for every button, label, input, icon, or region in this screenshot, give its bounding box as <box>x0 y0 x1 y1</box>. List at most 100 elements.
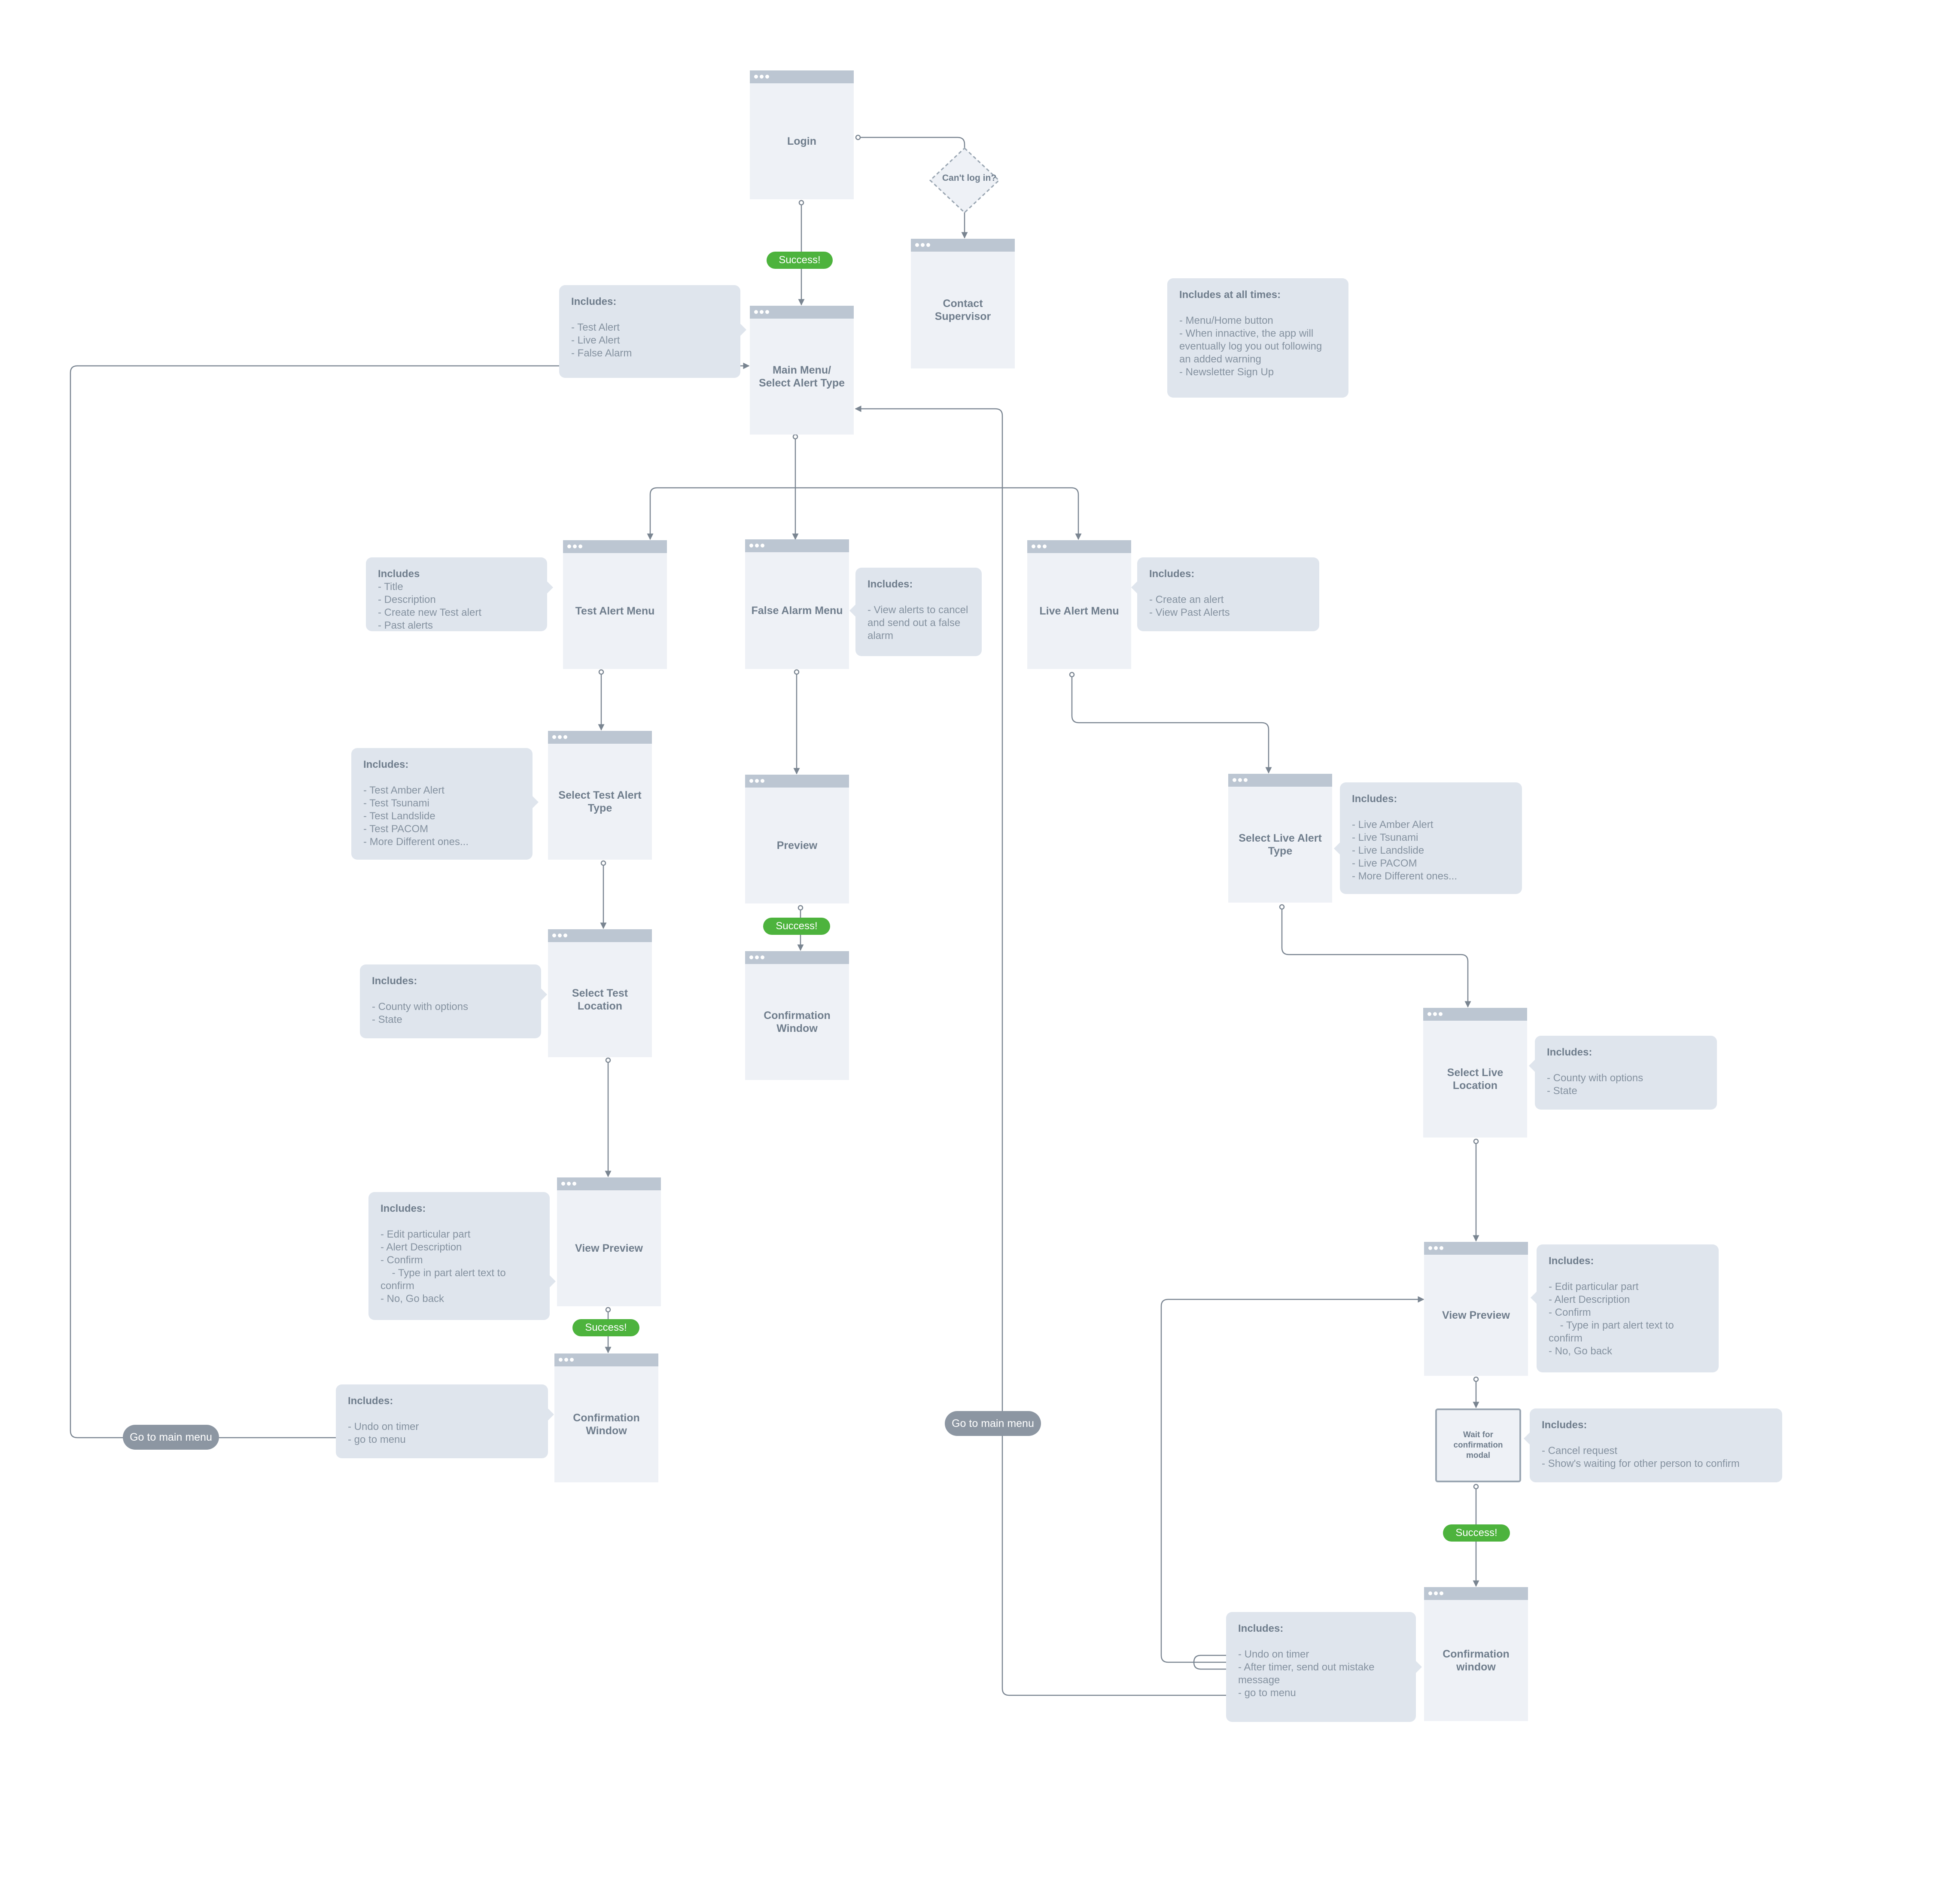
go-to-main-menu-button[interactable]: Go to main menu <box>123 1425 219 1450</box>
decision-label: Can't log in? <box>942 173 997 183</box>
note-title: Includes: <box>1547 1046 1592 1058</box>
wire-undo-loop <box>1160 1296 1424 1663</box>
note-pointer <box>1524 1433 1530 1445</box>
screen-select-test-alert-type[interactable]: Select Test Alert Type <box>548 731 652 860</box>
note-live-view-preview: Includes: - Edit particular part - Alert… <box>1531 1244 1719 1372</box>
note-line: - Alert Description <box>1549 1294 1630 1305</box>
note-select-live-alert-type: Includes: - Live Amber Alert - Live Tsun… <box>1334 782 1522 894</box>
note-line: - Live Tsunami <box>1352 832 1418 843</box>
screen-label: Live Alert Menu <box>1039 605 1119 617</box>
window-bar <box>548 731 652 744</box>
port-testloc-bottom <box>605 1057 611 1063</box>
note-title: Includes: <box>1542 1419 1587 1431</box>
port-login-right <box>855 134 861 140</box>
screen-label: View Preview <box>1442 1309 1510 1321</box>
note-pointer <box>550 1275 556 1287</box>
note-main-menu: Includes: - Test Alert - Live Alert - Fa… <box>559 285 746 378</box>
note-line: - Alert Description <box>380 1241 462 1253</box>
screen-live-view-preview[interactable]: View Preview <box>1424 1242 1528 1376</box>
note-title: Includes: <box>1149 568 1195 580</box>
screen-live-confirmation-window[interactable]: Confirmation window <box>1424 1587 1528 1721</box>
screen-label: Select Live Alert Type <box>1239 832 1322 857</box>
note-title: Includes: <box>363 759 409 770</box>
screen-false-confirmation-window[interactable]: Confirmation Window <box>745 951 849 1080</box>
note-test-confirmation-window: Includes: - Undo on timer - go to menu <box>336 1384 554 1458</box>
note-pointer <box>533 796 539 808</box>
window-dots-icon <box>559 1358 575 1362</box>
note-line: - Menu/Home button <box>1179 315 1273 326</box>
window-bar <box>1424 1242 1528 1255</box>
port-falsemenu-bottom <box>794 669 800 675</box>
note-title: Includes: <box>1352 793 1397 805</box>
screen-label: Select Test Location <box>572 987 628 1012</box>
note-wait-for-confirmation: Includes: - Cancel request - Show's wait… <box>1524 1408 1782 1482</box>
screen-live-alert-menu[interactable]: Live Alert Menu <box>1027 540 1131 669</box>
screen-select-test-location[interactable]: Select Test Location <box>548 929 652 1057</box>
screen-label: False Alarm Menu <box>751 605 843 617</box>
screen-wait-for-confirmation-modal[interactable]: Wait for confirmation modal <box>1435 1408 1521 1482</box>
note-line: - No, Go back <box>380 1293 444 1305</box>
note-title: Includes: <box>348 1395 393 1407</box>
note-live-alert-menu: Includes: - Create an alert - View Past … <box>1131 557 1319 631</box>
note-pointer <box>1334 843 1340 855</box>
cant-log-in-decision: Can't log in? <box>937 146 1001 210</box>
window-dots-icon <box>552 934 569 938</box>
note-line: - No, Go back <box>1549 1345 1613 1357</box>
success-badge: Success! <box>763 918 830 935</box>
note-line: - State <box>372 1014 402 1025</box>
note-title: Includes: <box>867 578 913 590</box>
note-title: Includes <box>378 568 420 580</box>
note-line: - Past alerts <box>378 620 433 631</box>
window-dots-icon <box>1428 1246 1445 1250</box>
wire-livemenu-type <box>1071 674 1272 774</box>
window-bar <box>750 306 854 319</box>
note-line: - go to menu <box>1238 1687 1296 1699</box>
note-pointer <box>547 581 553 593</box>
note-line: - Test Tsunami <box>363 797 429 809</box>
go-to-main-menu-button[interactable]: Go to main menu <box>945 1411 1041 1436</box>
window-dots-icon <box>1233 778 1249 782</box>
screen-label: Login <box>787 135 817 147</box>
note-includes-at-all-times: Includes at all times: - Menu/Home butto… <box>1167 278 1348 398</box>
screen-select-live-location[interactable]: Select Live Location <box>1423 1008 1527 1138</box>
window-bar <box>554 1353 658 1366</box>
note-test-view-preview: Includes: - Edit particular part - Alert… <box>368 1192 556 1320</box>
screen-main-menu[interactable]: Main Menu/ Select Alert Type <box>750 306 854 435</box>
note-title: Includes: <box>1549 1255 1594 1267</box>
note-title: Includes: <box>380 1203 426 1214</box>
note-live-confirmation-window: Includes: - Undo on timer - After timer,… <box>1226 1612 1422 1722</box>
screen-login[interactable]: Login <box>750 70 854 199</box>
screen-test-confirmation-window[interactable]: Confirmation Window <box>554 1353 658 1482</box>
screen-label: Select Live Location <box>1447 1067 1504 1092</box>
note-line: - County with options <box>372 1001 469 1013</box>
window-bar <box>911 239 1015 252</box>
window-dots-icon <box>1427 1012 1444 1016</box>
window-bar <box>1027 540 1131 553</box>
window-bar <box>557 1177 661 1190</box>
screen-label: Confirmation Window <box>573 1412 640 1437</box>
success-badge: Success! <box>572 1319 639 1336</box>
window-bar <box>745 775 849 788</box>
window-dots-icon <box>749 544 766 548</box>
note-test-alert-menu: Includes - Title - Description - Create … <box>366 557 553 631</box>
note-line: - State <box>1547 1085 1577 1097</box>
port-liveloc-bottom <box>1473 1138 1479 1144</box>
screen-contact-supervisor[interactable]: Contact Supervisor <box>911 239 1015 368</box>
screen-test-alert-menu[interactable]: Test Alert Menu <box>563 540 667 669</box>
note-pointer <box>740 324 746 336</box>
screen-false-preview[interactable]: Preview <box>745 775 849 903</box>
port-testpreview-bottom <box>605 1307 611 1313</box>
wire-livetype-loc <box>1281 906 1471 1008</box>
screen-test-view-preview[interactable]: View Preview <box>557 1177 661 1306</box>
screen-label: Confirmation window <box>1443 1648 1510 1673</box>
port-falsepreview-bottom <box>797 905 804 911</box>
note-pointer <box>1531 1292 1537 1304</box>
note-pointer <box>1416 1661 1422 1673</box>
note-line: - Live Alert <box>571 335 620 346</box>
screen-false-alarm-menu[interactable]: False Alarm Menu <box>745 539 849 669</box>
window-bar <box>1228 774 1332 787</box>
window-bar <box>750 70 854 83</box>
screen-select-live-alert-type[interactable]: Select Live Alert Type <box>1228 774 1332 903</box>
note-line: - False Alarm <box>571 347 632 359</box>
